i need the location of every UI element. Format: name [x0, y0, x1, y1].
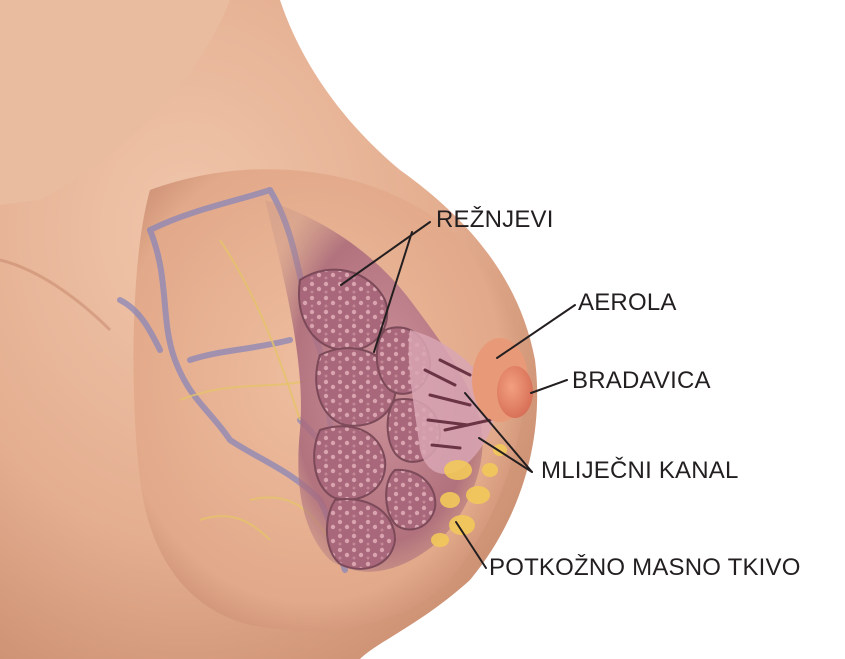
label-fat-tissue: POTKOŽNO MASNO TKIVO — [489, 556, 801, 580]
label-milk-duct: MLIJEČNI KANAL — [541, 459, 739, 483]
label-nipple: BRADAVICA — [572, 369, 711, 393]
label-areola: AEROLA — [578, 291, 677, 315]
label-lobes: REŽNJEVI — [436, 208, 554, 232]
nipple-shape — [497, 366, 533, 418]
